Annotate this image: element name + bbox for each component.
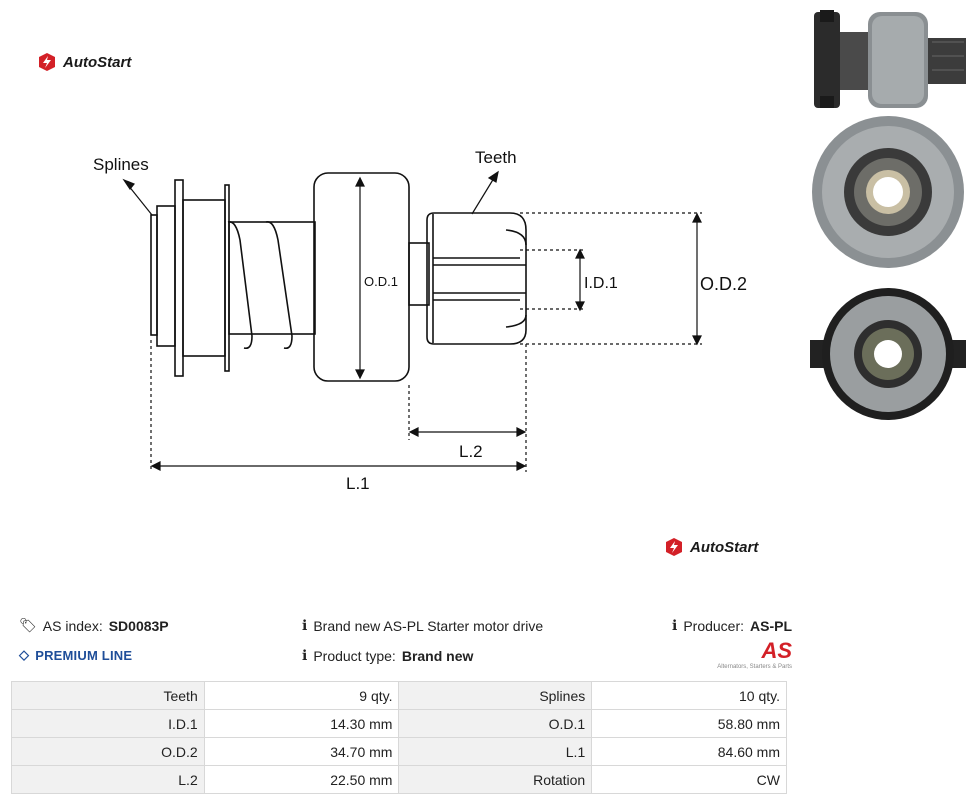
autostart-logo-text: AutoStart: [690, 538, 759, 556]
spec-label: Splines: [398, 681, 593, 710]
spec-value: 34.70 mm: [203, 737, 400, 766]
product-photo-side: [814, 10, 966, 108]
autostart-logo-icon: [39, 53, 55, 71]
diamond-icon: ◇: [19, 647, 30, 662]
as-logo-mark: AS: [761, 638, 792, 663]
spec-label: Rotation: [398, 765, 593, 794]
teeth-leader: [471, 177, 495, 215]
technical-drawing: Splines Teeth O.D.1 I.D.1 O.D.2 L.2 L.1: [93, 148, 747, 493]
product-type-label: Product type:: [313, 647, 396, 664]
splines-leader: [127, 184, 153, 216]
autostart-logo-icon: [666, 538, 682, 556]
spec-label: L.2: [11, 765, 205, 794]
l1-label: L.1: [346, 474, 370, 493]
spring-coil-1: [227, 221, 253, 350]
teeth-label: Teeth: [475, 148, 517, 167]
producer-label: Producer:: [683, 617, 745, 634]
od1-label: O.D.1: [364, 274, 398, 289]
as-pl-logo: AS Alternators, Starters & Parts: [702, 638, 792, 670]
autostart-logo-text: AutoStart: [63, 53, 132, 71]
spec-value: 84.60 mm: [591, 737, 787, 766]
product-type-value: Brand new: [401, 647, 474, 664]
spec-value: 22.50 mm: [203, 765, 400, 794]
id1-label: I.D.1: [584, 275, 618, 292]
spec-label: Teeth: [11, 681, 205, 710]
as-index-label: AS index:: [42, 617, 103, 634]
spec-value: 58.80 mm: [591, 709, 787, 738]
spec-value: 14.30 mm: [203, 709, 400, 738]
spec-label: L.1: [398, 737, 593, 766]
spec-value: 9 qty.: [203, 681, 400, 710]
as-index-value: SD0083P: [108, 617, 169, 634]
info-icon: ℹ: [302, 647, 308, 663]
autostart-logo-bottom: AutoStart: [664, 537, 758, 557]
pinion: [426, 212, 527, 345]
product-photo-back: [810, 288, 966, 420]
spec-label: O.D.1: [398, 709, 593, 738]
sleeve: [228, 221, 316, 335]
l2-label: L.2: [459, 442, 483, 461]
tags-icon: 🏷: [19, 617, 37, 633]
product-type-row: ℹ Product type: Brand new: [302, 647, 473, 664]
producer-value: AS-PL: [750, 617, 793, 634]
premium-line-text: PREMIUM LINE: [35, 647, 133, 663]
premium-line-badge: ◇ PREMIUM LINE: [19, 647, 132, 663]
description-row: ℹ Brand new AS-PL Starter motor drive: [302, 617, 543, 634]
spec-label: O.D.2: [11, 737, 205, 766]
spline-end: [150, 214, 158, 336]
as-logo-subtitle: Alternators, Starters & Parts: [717, 664, 792, 670]
flange-left: [174, 179, 184, 377]
collar: [182, 199, 226, 357]
splines-label: Splines: [93, 155, 149, 174]
spline-hub: [156, 205, 176, 347]
info-icon: ℹ: [672, 617, 678, 633]
description-text: Brand new AS-PL Starter motor drive: [313, 617, 544, 634]
od2-label: O.D.2: [700, 274, 747, 294]
producer-row: ℹ Producer: AS-PL: [672, 617, 792, 634]
spec-label: I.D.1: [11, 709, 205, 738]
spec-value: CW: [591, 765, 787, 794]
as-index-row: 🏷 AS index: SD0083P: [19, 617, 169, 634]
spec-value: 10 qty.: [591, 681, 787, 710]
info-icon: ℹ: [302, 617, 308, 633]
spring-coil-2: [265, 221, 293, 350]
neck: [408, 242, 430, 306]
product-photo-front: [812, 116, 964, 268]
autostart-logo-top: AutoStart: [37, 52, 131, 72]
